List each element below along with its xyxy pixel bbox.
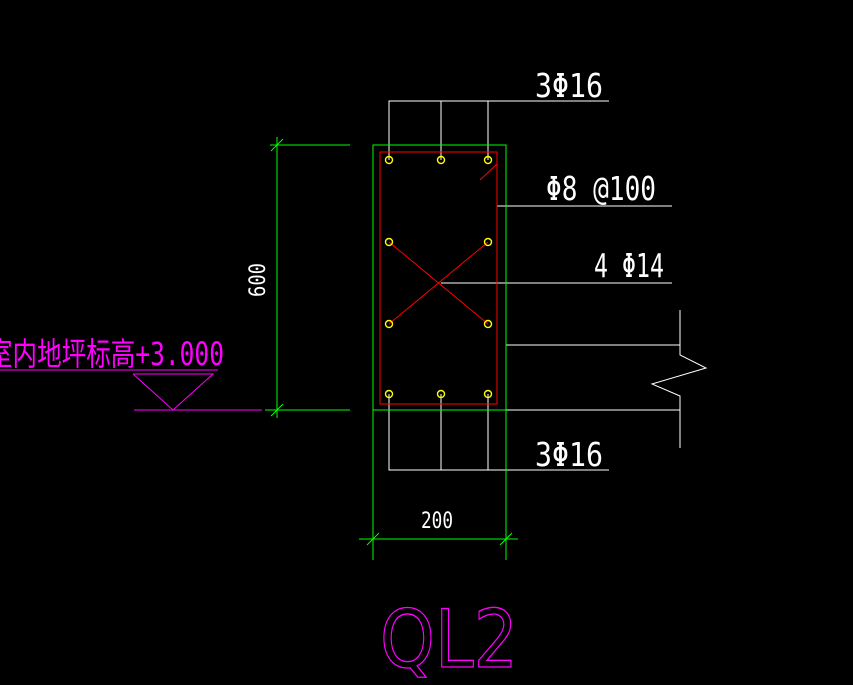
bottom-rebar-leaders	[388, 394, 609, 471]
width-dimension-label: 200	[421, 509, 453, 534]
height-dimension-label: 600	[246, 263, 271, 297]
elevation-marker	[0, 369, 262, 411]
floor-elevation-label: 室内地坪标高+3.000	[0, 335, 224, 373]
rebar-dots	[384, 155, 493, 399]
beam-section-outline	[372, 144, 507, 411]
bottom-rebar-label: 3Φ16	[535, 435, 603, 474]
rebar-side-lower-right	[483, 319, 493, 329]
rebar-side-upper-right	[483, 237, 493, 247]
rebar-bottom-left	[384, 389, 394, 399]
stirrup-shape	[379, 151, 498, 405]
slab-break-line	[506, 310, 708, 448]
side-rebar-label: 4 Φ14	[594, 246, 664, 285]
section-title: QL2	[380, 593, 518, 685]
rebar-top-right	[483, 155, 493, 165]
top-rebar-label: 3Φ16	[535, 66, 603, 105]
rebar-side-upper-left	[384, 237, 394, 247]
width-dimension	[359, 410, 518, 560]
stirrup-label: Φ8 @100	[546, 169, 656, 208]
rebar-bottom-right	[483, 389, 493, 399]
rebar-side-lower-left	[384, 319, 394, 329]
top-rebar-leaders	[388, 100, 609, 160]
rebar-top-left	[384, 155, 394, 165]
rebar-bottom-middle	[436, 389, 446, 399]
height-dimension	[265, 137, 350, 418]
rebar-top-middle	[436, 155, 446, 165]
